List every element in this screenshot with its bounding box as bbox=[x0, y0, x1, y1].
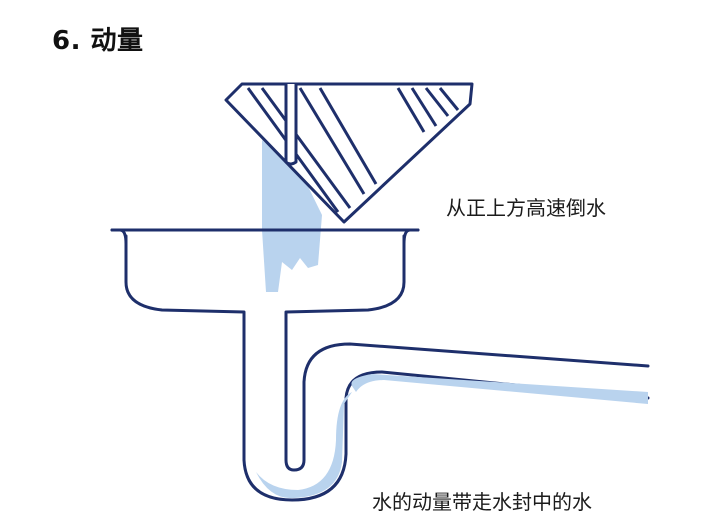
section-title: 6. 动量 bbox=[52, 26, 144, 56]
sink-basin bbox=[110, 228, 650, 502]
pour-annotation: 从正上方高速倒水 bbox=[446, 196, 606, 220]
pouring-water bbox=[262, 140, 322, 292]
result-annotation: 水的动量带走水封中的水 bbox=[372, 490, 592, 514]
trap-water bbox=[256, 374, 648, 499]
tilted-container bbox=[224, 82, 474, 224]
